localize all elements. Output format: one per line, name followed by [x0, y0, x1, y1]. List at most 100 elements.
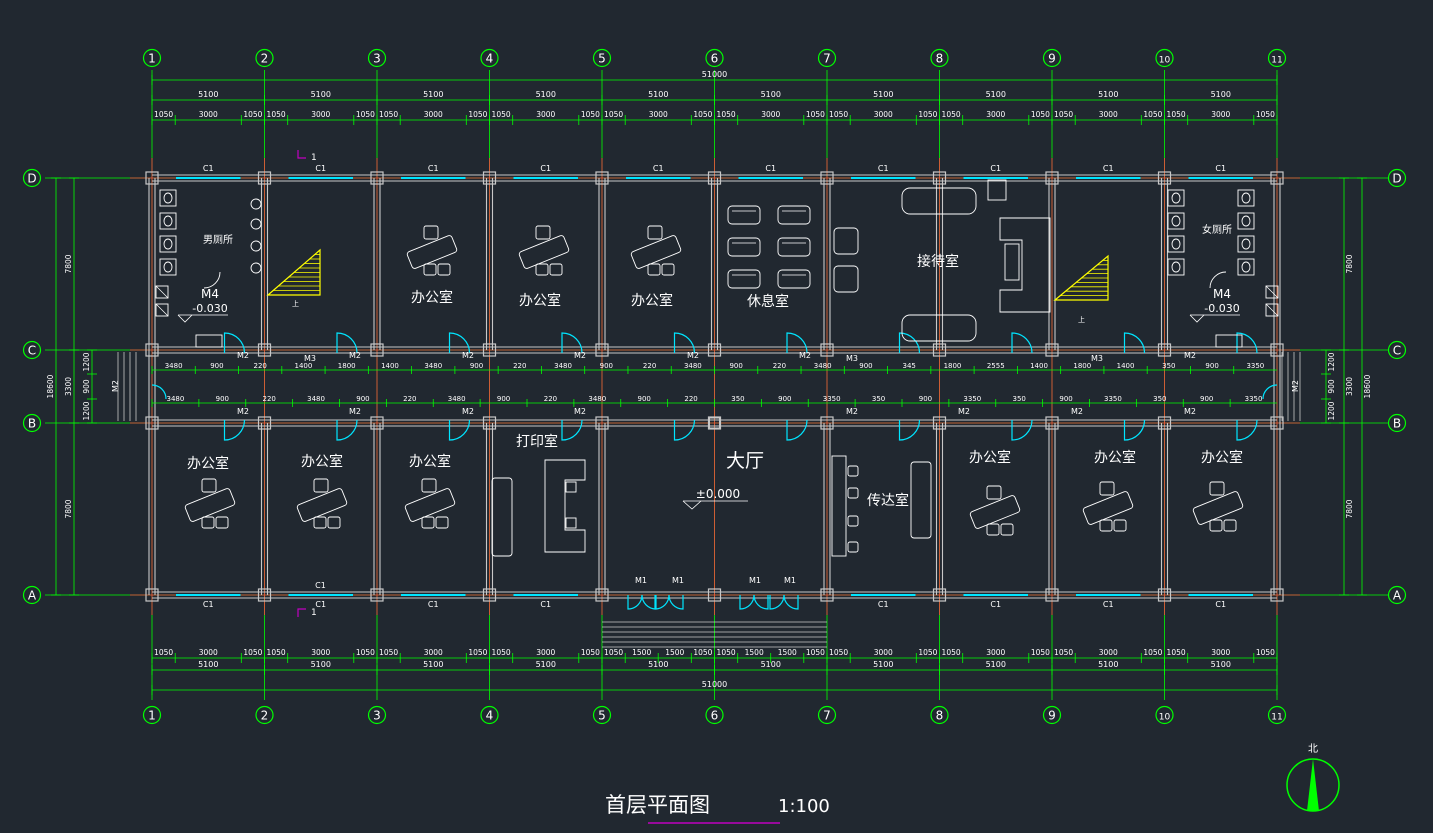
dimension-bay: 5100	[198, 660, 218, 669]
dimension-detail: 1050	[492, 110, 511, 119]
dimension-detail: 1200	[1327, 352, 1336, 371]
dimension-detail: 1050	[1256, 648, 1275, 657]
drawing-title: 首层平面图	[605, 793, 710, 817]
column	[145, 171, 159, 185]
office-chair-icon	[1209, 481, 1225, 496]
door-swing	[1123, 419, 1146, 441]
dimension-detail: 1050	[379, 110, 398, 119]
office-chair-icon	[549, 263, 563, 276]
room-label-womens-restroom: 女厕所	[1202, 223, 1232, 236]
column	[595, 588, 609, 602]
column	[145, 416, 159, 430]
toilet-icon	[163, 261, 173, 273]
dimension-detail: 3000	[424, 110, 443, 119]
door-tag: M2	[958, 407, 970, 416]
dimension-detail: 3000	[874, 648, 893, 657]
chair-icon	[847, 515, 859, 527]
axis-bubble-circle	[930, 705, 949, 725]
level-mark: -0.030	[192, 302, 227, 315]
axis-bubble-label: 6	[711, 52, 719, 66]
office-chair-icon	[423, 263, 437, 276]
door-swing	[769, 594, 785, 610]
door-swing	[1209, 271, 1227, 289]
room-label-office-s1: 办公室	[187, 455, 229, 472]
office-chair-icon	[535, 225, 551, 240]
dimension-corridor: 900	[1059, 395, 1072, 403]
column	[145, 343, 159, 357]
dimension-detail: 1050	[806, 648, 825, 657]
dimension-bay: 5100	[873, 90, 893, 99]
axis-bubble-label: 6	[711, 709, 719, 723]
dimension-corridor: 1400	[381, 362, 399, 370]
door-swing	[561, 419, 583, 441]
toilet-icon	[1171, 238, 1181, 250]
cabinet-icon	[987, 179, 1007, 201]
dimension-detail: 1050	[604, 648, 623, 657]
column	[257, 343, 272, 357]
column	[1045, 171, 1059, 185]
toilet-icon	[163, 215, 173, 227]
axis-bubble-label: A	[28, 589, 37, 603]
sink-mark	[1265, 303, 1279, 317]
dimension-detail: 1050	[356, 110, 375, 119]
column	[482, 416, 497, 430]
dimension-corridor: 220	[684, 395, 697, 403]
door-swing	[1123, 332, 1146, 354]
column	[932, 416, 947, 430]
axis-bubble-circle	[480, 48, 499, 68]
axis-bubble-circle	[1387, 340, 1407, 360]
dimension-detail: 3000	[986, 648, 1005, 657]
office-desk-set	[969, 495, 1021, 529]
urinal-icon	[250, 198, 262, 210]
toilet-stall-icon	[1167, 189, 1185, 207]
stair-up-label: 上	[292, 299, 299, 308]
axis-bubble-circle	[22, 413, 42, 433]
toilet-icon	[1171, 261, 1181, 273]
window-tag-c1: C1	[203, 164, 214, 173]
dimension-detail: 900	[1327, 379, 1336, 394]
column	[709, 417, 720, 429]
dimension-detail: 1050	[468, 648, 487, 657]
dimension-detail: 1050	[267, 110, 286, 119]
door-swing	[448, 332, 471, 354]
office-chair-icon	[327, 516, 341, 529]
dimension-detail: 1050	[1143, 110, 1162, 119]
dimension-detail: 1050	[918, 110, 937, 119]
office-desk-set	[518, 235, 570, 269]
armchair-icon	[833, 227, 859, 255]
dimension-detail: 1050	[468, 110, 487, 119]
dimension-bay: 3300	[1345, 377, 1354, 396]
level-triangle	[682, 500, 702, 510]
dimension-corridor: 3350	[963, 395, 981, 403]
axis-bubble-circle	[592, 48, 612, 68]
sofa-icon	[777, 237, 811, 257]
axis-bubble-circle	[1155, 705, 1174, 725]
axis-bubble-label: 2	[261, 52, 269, 66]
sofa-icon	[727, 269, 761, 289]
dimension-detail: 1050	[154, 648, 173, 657]
dimension-bay: 5100	[423, 660, 443, 669]
dimension-bay: 3300	[64, 377, 73, 396]
column	[820, 588, 834, 602]
axis-bubble-circle	[705, 48, 724, 68]
door-tag: M3	[1091, 354, 1103, 363]
office-chair-icon	[1099, 481, 1115, 496]
dimension-bay: 5100	[648, 90, 668, 99]
door-swing	[448, 419, 471, 441]
dimension-detail: 1500	[745, 648, 764, 657]
dimension-detail: 1050	[1167, 648, 1186, 657]
dimension-corridor: 900	[859, 362, 872, 370]
door-swing	[786, 332, 808, 354]
axis-bubble-circle	[22, 168, 42, 188]
level-mark: ±0.000	[696, 487, 740, 501]
door-tag: M1	[635, 576, 647, 585]
window-tag-c1: C1	[315, 581, 326, 590]
axis-bubble-label: 9	[1048, 52, 1056, 66]
axis-bubble-circle	[1267, 48, 1287, 68]
door-tag: M1	[749, 576, 761, 585]
dimension-corridor: 1800	[944, 362, 962, 370]
dimension-corridor: 2555	[987, 362, 1005, 370]
